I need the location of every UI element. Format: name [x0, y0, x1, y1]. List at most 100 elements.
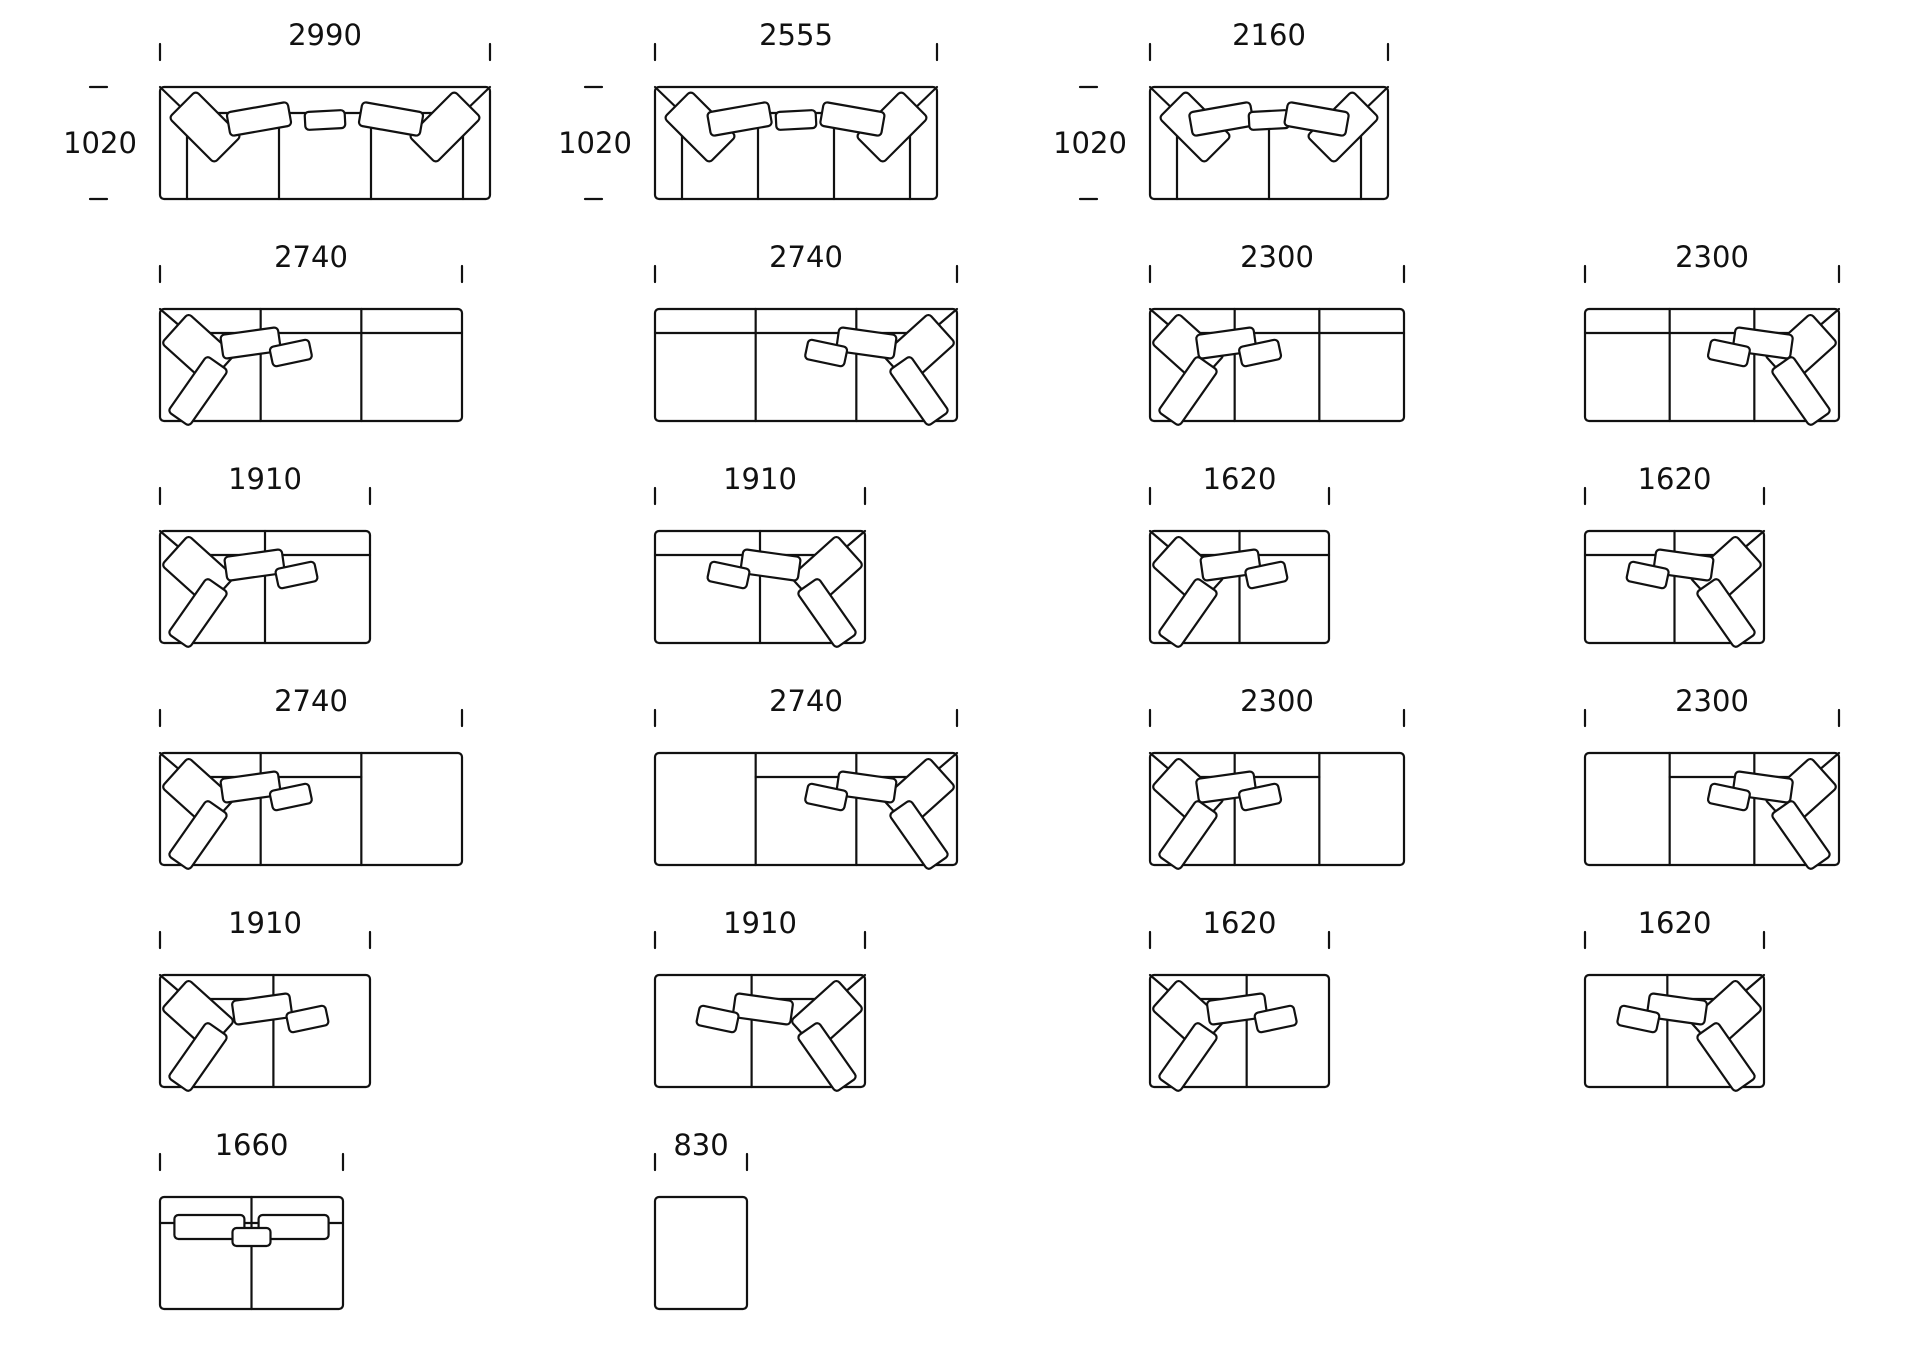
cushion-back: [1206, 992, 1268, 1026]
width-dimension-label: 830: [673, 1128, 728, 1162]
module-r6-c2: 830: [653, 1128, 749, 1311]
module-r5-c3: 1620: [1148, 906, 1331, 1092]
module-r3-c4: 1620: [1583, 462, 1766, 648]
width-dimension-label: 2740: [274, 240, 348, 274]
cushion-small: [1706, 338, 1751, 368]
cushion-small: [804, 338, 849, 368]
width-dimension-label: 2740: [769, 240, 843, 274]
width-dimension-label: 1620: [1203, 462, 1277, 496]
depth-dimension-label: 1020: [558, 126, 632, 160]
cushion-small: [1253, 1004, 1298, 1034]
cushion-bolster: [168, 356, 228, 426]
cushion-bolster: [797, 1022, 857, 1092]
cushion-small: [1616, 1004, 1661, 1034]
module-r1-c2: 2555 1020: [558, 18, 939, 201]
cushion-back: [835, 326, 898, 360]
cushion-bolster: [1771, 800, 1831, 870]
width-dimension-label: 2555: [759, 18, 833, 52]
cushion-bolster: [1158, 578, 1218, 648]
cushion-back: [219, 326, 282, 360]
width-dimension-label: 1620: [1638, 462, 1712, 496]
cushion-bolster: [168, 800, 228, 870]
cushion-bolster: [1696, 1022, 1756, 1092]
width-dimension-label: 2740: [769, 684, 843, 718]
module-r2-c2: 2740: [653, 240, 959, 426]
cushion-back: [731, 992, 794, 1026]
cushion-small: [1238, 782, 1283, 812]
cushion-back: [223, 548, 286, 582]
cushion-bolster: [1158, 800, 1218, 870]
module-r2-c1: 2740: [158, 240, 464, 426]
cushion-back: [357, 101, 425, 137]
module-r4-c4: 2300: [1583, 684, 1841, 870]
width-dimension-label: 2740: [274, 684, 348, 718]
cushion-bolster: [168, 578, 228, 648]
module-r1-c3: 2160 1020: [1053, 18, 1390, 201]
cushion-bolster: [797, 578, 857, 648]
module-r5-c2: 1910: [653, 906, 867, 1092]
cushion-small: [303, 109, 347, 131]
cushion-small: [695, 1004, 740, 1034]
module-r3-c2: 1910: [653, 462, 867, 648]
module-r4-c2: 2740: [653, 684, 959, 870]
cushion-small: [274, 560, 319, 590]
module-r1-c1: 2990 1020: [63, 18, 492, 201]
cushion-small: [1244, 560, 1289, 590]
cushion-small: [1238, 338, 1283, 368]
cushion-bolster: [1696, 578, 1756, 648]
cushion-back: [1646, 992, 1708, 1026]
cushion-small: [774, 109, 818, 131]
cushion-back: [819, 101, 886, 137]
width-dimension-label: 1910: [228, 906, 302, 940]
width-dimension-label: 2300: [1675, 684, 1749, 718]
width-dimension-label: 1660: [215, 1128, 289, 1162]
cushion-small: [1706, 782, 1751, 812]
depth-dimension-label: 1020: [63, 126, 137, 160]
cushion-back: [1283, 101, 1350, 137]
width-dimension-label: 1620: [1638, 906, 1712, 940]
module-r3-c1: 1910: [158, 462, 372, 648]
cushion-back: [706, 101, 773, 137]
cushion-bolster: [1158, 356, 1218, 426]
cushion-bolster: [889, 800, 949, 870]
module-r4-c3: 2300: [1148, 684, 1406, 870]
module-r2-c3: 2300: [1148, 240, 1406, 426]
module-r6-c1: 1660: [158, 1128, 345, 1311]
cushion-corner-right: [409, 91, 481, 163]
cushion-bolster: [1771, 356, 1831, 426]
cushion-back: [835, 770, 898, 804]
cushion-back: [219, 770, 282, 804]
width-dimension-label: 1910: [228, 462, 302, 496]
width-dimension-label: 1910: [723, 462, 797, 496]
cushion-back: [231, 992, 294, 1026]
cushion-small: [268, 782, 313, 812]
cushion-bolster: [889, 356, 949, 426]
width-dimension-label: 2300: [1240, 240, 1314, 274]
width-dimension-label: 1620: [1203, 906, 1277, 940]
cushion-back: [225, 101, 293, 137]
cushion-bolster: [168, 1022, 228, 1092]
width-dimension-label: 2160: [1232, 18, 1306, 52]
cushion-small: [706, 560, 751, 590]
module-r5-c4: 1620: [1583, 906, 1766, 1092]
module-r2-c4: 2300: [1583, 240, 1841, 426]
frame-outline: [653, 1195, 749, 1311]
cushion-back: [739, 548, 802, 582]
cushion-corner-left: [169, 91, 241, 163]
cushion-small: [804, 782, 849, 812]
cushion-small: [1625, 560, 1670, 590]
width-dimension-label: 1910: [723, 906, 797, 940]
cushion-bolster: [1158, 1022, 1218, 1092]
module-r4-c1: 2740: [158, 684, 464, 870]
width-dimension-label: 2990: [288, 18, 362, 52]
cushion-small: [268, 338, 313, 368]
module-r3-c3: 1620: [1148, 462, 1331, 648]
module-r5-c1: 1910: [158, 906, 372, 1092]
cushion-small: [1247, 109, 1291, 131]
cushion-small: [231, 1226, 272, 1248]
depth-dimension-label: 1020: [1053, 126, 1127, 160]
width-dimension-label: 2300: [1675, 240, 1749, 274]
cushion-small: [285, 1004, 330, 1034]
